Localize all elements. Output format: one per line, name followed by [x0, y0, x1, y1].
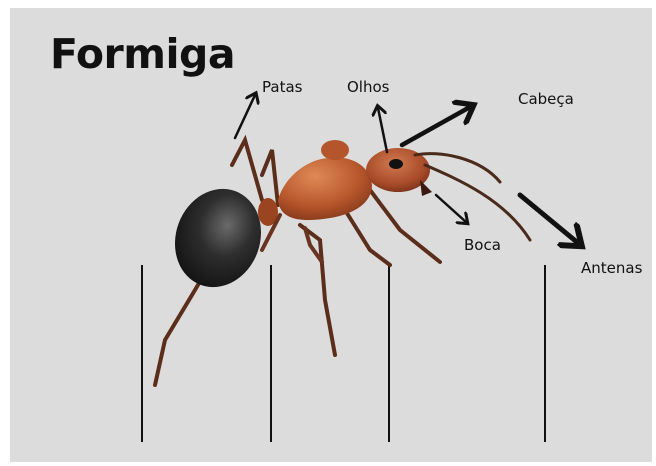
ant-thorax: [278, 157, 372, 220]
ant-illustration: [155, 140, 530, 385]
label-boca: Boca: [464, 236, 501, 254]
arrow-patas: [235, 95, 255, 138]
label-olhos: Olhos: [347, 78, 389, 96]
label-patas: Patas: [262, 78, 302, 96]
ant-gaster: [161, 177, 274, 300]
ant-eye: [389, 159, 403, 169]
vertical-lines: [142, 265, 545, 442]
arrow-cabeca: [402, 107, 470, 145]
label-cabeca: Cabeça: [518, 90, 574, 108]
arrow-boca: [436, 195, 466, 222]
arrow-olhos: [378, 108, 387, 152]
label-antenas: Antenas: [581, 259, 642, 277]
diagram-title: Formiga: [50, 30, 235, 78]
